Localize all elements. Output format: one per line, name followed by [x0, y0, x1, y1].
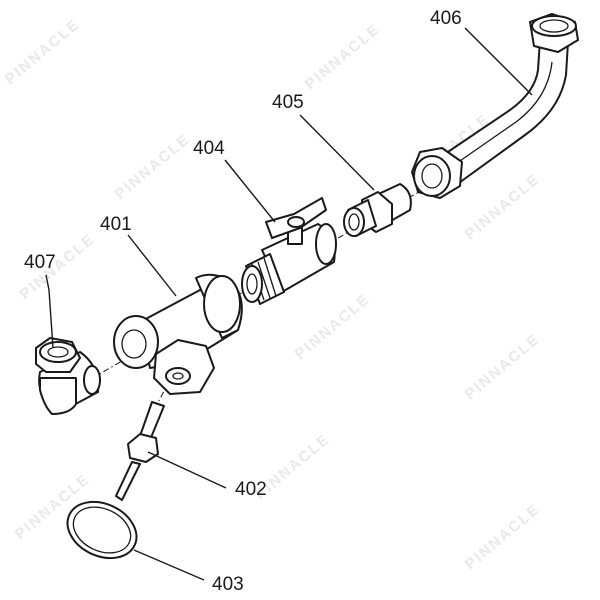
leader-lines [45, 27, 533, 581]
callout-403: 403 [212, 574, 244, 595]
watermark: PINNACLE [2, 15, 84, 88]
watermark: PINNACLE [292, 290, 374, 363]
callout-406: 406 [430, 8, 462, 29]
callout-402: 402 [235, 479, 267, 500]
part-406-hose [411, 13, 579, 199]
leader-403 [133, 549, 205, 581]
watermark: PINNACLE [462, 500, 544, 573]
watermark: PINNACLE [462, 330, 544, 403]
part-402-drain-stem [115, 401, 165, 501]
part-401-strainer-body [113, 273, 243, 395]
leader-407 [45, 274, 54, 349]
part-404-ball-valve [241, 197, 337, 305]
part-407-elbow [35, 337, 101, 415]
callout-401: 401 [100, 214, 132, 235]
part-403-disc [66, 500, 138, 560]
part-405-adaptor [343, 183, 412, 237]
callout-407: 407 [24, 252, 56, 273]
callouts: 406 405 404 401 407 402 403 [24, 8, 462, 595]
leader-401 [127, 234, 177, 297]
watermark: PINNACLE [462, 170, 544, 243]
leader-402 [147, 451, 227, 489]
callout-405: 405 [272, 92, 304, 113]
leader-404 [224, 159, 276, 223]
leader-405 [299, 114, 375, 191]
callout-404: 404 [193, 138, 225, 159]
leader-406 [464, 27, 533, 96]
watermark: PINNACLE [112, 130, 194, 203]
watermark: PINNACLE [302, 20, 384, 93]
